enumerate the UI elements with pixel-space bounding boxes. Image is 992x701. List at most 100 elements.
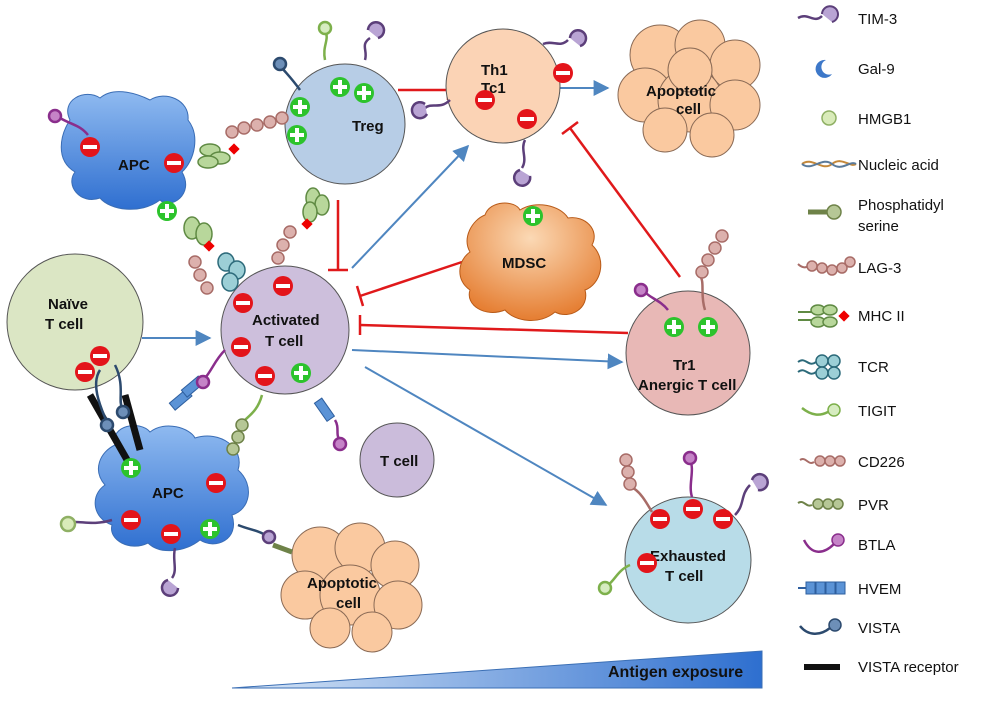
plus-sign [698, 317, 718, 337]
plus-sign [330, 77, 350, 97]
minus-sign [273, 276, 293, 296]
legend-label-tcr: TCR [858, 359, 889, 376]
minus-sign [553, 63, 573, 83]
minus-sign [233, 293, 253, 313]
minus-sign [517, 109, 537, 129]
apoptotic-top-label-2: cell [676, 101, 701, 118]
antigen-exposure-label: Antigen exposure [608, 664, 743, 681]
plus-sign [291, 363, 311, 383]
receptor-glyphs [47, 20, 769, 597]
legend-label-tim3: TIM-3 [858, 11, 897, 28]
treg-label: Treg [352, 118, 384, 135]
tr1-label-2: Anergic T cell [638, 377, 736, 394]
plus-sign [523, 206, 543, 226]
legend-label-vista: VISTA [858, 620, 900, 637]
legend-label-serine: serine [858, 218, 899, 235]
minus-sign [164, 153, 184, 173]
activation-arrows [142, 80, 624, 506]
arrow-activated-to-exhausted [364, 366, 608, 506]
plus-signs [121, 77, 718, 539]
plus-sign [354, 83, 374, 103]
legend-label-pvr: PVR [858, 497, 889, 514]
plus-sign [200, 519, 220, 539]
exhausted-label-2: T cell [665, 568, 703, 585]
minus-sign [90, 346, 110, 366]
legend-item-hvem-icon [798, 581, 846, 595]
activated-label-2: T cell [265, 333, 303, 350]
t-cell-label: T cell [380, 453, 418, 470]
mdsc-cell [459, 202, 602, 321]
naive-label-1: Naïve [48, 296, 88, 313]
minus-sign [75, 362, 95, 382]
minus-sign [713, 509, 733, 529]
apoptotic-top-label-1: Apoptotic [646, 83, 716, 100]
naive-label-2: T cell [45, 316, 83, 333]
legend-label-nucleic-acid: Nucleic acid [858, 157, 939, 174]
legend-item-tim3-icon [797, 5, 839, 23]
legend-item-lag3-icon [797, 256, 856, 276]
legend-label-vista-receptor: VISTA receptor [858, 659, 959, 676]
legend-label-btla: BTLA [858, 537, 896, 554]
legend-item-pvr-icon [797, 498, 844, 510]
inhibit-tr1-to-th1 [568, 127, 682, 278]
apoptotic-bottom-label-1: Apoptotic [307, 575, 377, 592]
legend-item-btla-icon [802, 533, 845, 553]
exhausted-label-1: Exhausted [650, 548, 726, 565]
legend-item-gal9-icon [815, 59, 832, 78]
apoptotic-cell-bottom [280, 522, 423, 653]
legend-item-mhc2-icon [798, 304, 850, 328]
legend-item-tigit-icon [801, 403, 841, 417]
th1-label: Th1 [481, 62, 508, 79]
legend-label-lag3: LAG-3 [858, 260, 901, 277]
legend-label-phosphatidyl: Phosphatidyl [858, 197, 944, 214]
legend-item-vista-receptor-icon [804, 664, 840, 670]
apoptotic-cell-top [617, 19, 761, 158]
antigen-exposure-gradient [231, 650, 763, 689]
minus-sign [637, 553, 657, 573]
minus-sign [80, 137, 100, 157]
legend-item-tcr-icon [797, 354, 841, 380]
apoptotic-bottom-label-2: cell [336, 595, 361, 612]
t-cell [359, 422, 435, 498]
legend-item-cd226-icon [799, 455, 846, 467]
mdsc-label: MDSC [502, 255, 546, 272]
tr1-label: Tr1 [673, 357, 696, 374]
minus-sign [650, 509, 670, 529]
inhibition-lines [328, 80, 682, 335]
exhausted-t-cell [624, 496, 752, 624]
legend: TIM-3 Gal-9 HMGB1 Nucleic acid Phosphati… [797, 5, 959, 676]
plus-sign [290, 97, 310, 117]
apc-bottom-label: APC [152, 485, 184, 502]
minus-sign [161, 524, 181, 544]
minus-sign [121, 510, 141, 530]
activated-label-1: Activated [252, 312, 320, 329]
legend-item-hmgb1-icon [821, 110, 837, 126]
tr1-anergic-cell [625, 290, 751, 416]
plus-sign [287, 125, 307, 145]
legend-label-hvem: HVEM [858, 581, 901, 598]
legend-label-mhc2: MHC II [858, 308, 905, 325]
apc-top-label: APC [118, 157, 150, 174]
legend-label-gal9: Gal-9 [858, 61, 895, 78]
legend-label-tigit: TIGIT [858, 403, 896, 420]
plus-sign [157, 201, 177, 221]
minus-sign [206, 473, 226, 493]
activated-t-cell [220, 265, 350, 395]
plus-sign [121, 458, 141, 478]
legend-item-vista-icon [799, 618, 842, 635]
minus-sign [683, 499, 703, 519]
apc-top-cell [60, 91, 196, 210]
minus-sign [231, 337, 251, 357]
legend-label-hmgb1: HMGB1 [858, 111, 911, 128]
legend-label-cd226: CD226 [858, 454, 905, 471]
plus-sign [664, 317, 684, 337]
minus-signs [75, 63, 733, 573]
legend-item-phosphatidyl-serine-icon [808, 204, 842, 220]
minus-sign [475, 90, 495, 110]
inhibit-tr1-to-activated [359, 323, 629, 335]
minus-sign [255, 366, 275, 386]
arrow-activated-to-tr1 [351, 349, 624, 370]
inhibit-mdsc-to-activated [359, 260, 463, 298]
